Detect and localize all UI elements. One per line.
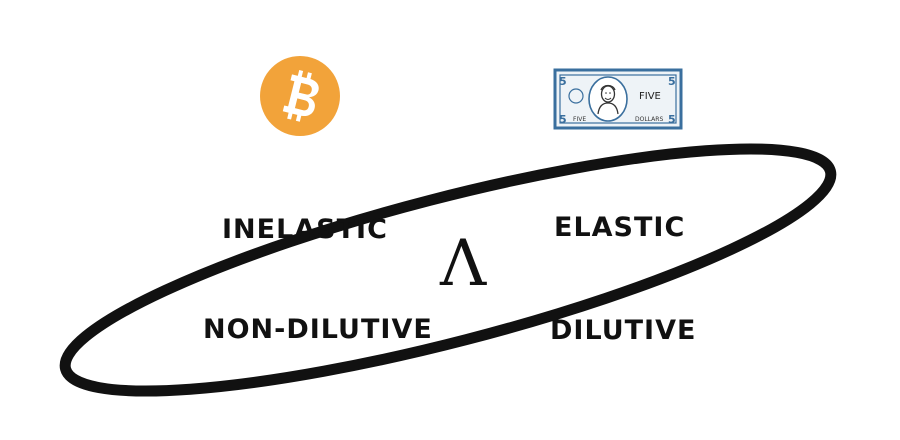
label-non-dilutive: NON-DILUTIVE — [203, 314, 433, 345]
label-dilutive: DILUTIVE — [550, 315, 697, 346]
bill-five-word: FIVE — [639, 91, 661, 102]
ellipse-outline — [59, 143, 837, 397]
label-inelastic: INELASTIC — [222, 214, 388, 245]
five-dollar-bill-icon: 5 5 5 5 FIVE FIVE DOLLARS — [553, 68, 683, 130]
bill-corner-5: 5 — [559, 75, 567, 88]
bill-corner-5: 5 — [668, 75, 676, 88]
bill-small-five: FIVE — [573, 116, 586, 123]
bitcoin-icon — [260, 56, 340, 136]
label-elastic: ELASTIC — [554, 212, 686, 243]
lambda-symbol: Λ — [440, 227, 487, 301]
bill-corner-5: 5 — [668, 113, 676, 126]
bill-dollars: DOLLARS — [635, 116, 663, 123]
bill-corner-5: 5 — [559, 113, 567, 126]
